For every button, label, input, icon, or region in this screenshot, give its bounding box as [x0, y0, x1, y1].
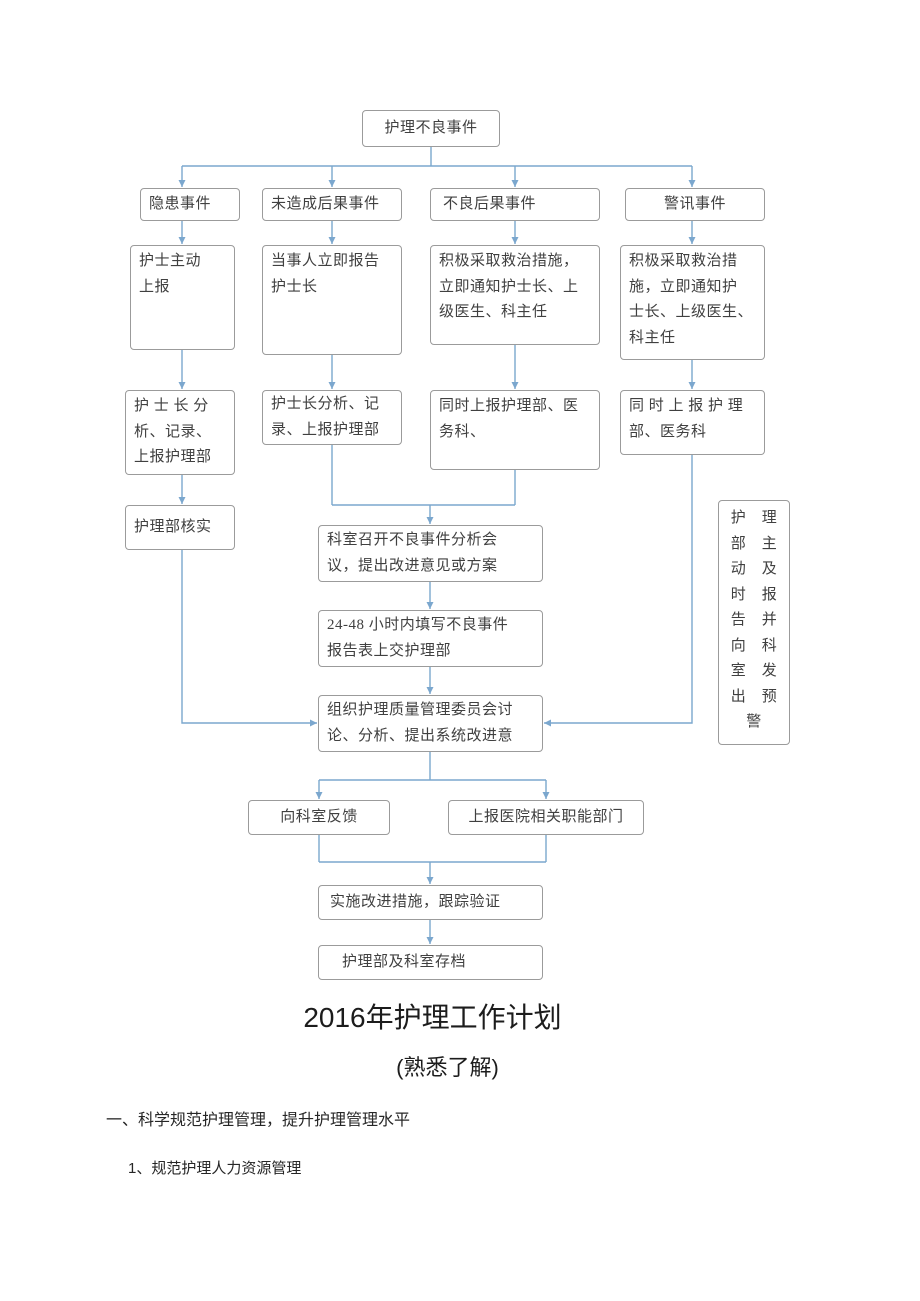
section-item-1: 1、规范护理人力资源管理	[128, 1160, 302, 1177]
flow-box-no-consequence-event: 未造成后果事件	[262, 188, 402, 221]
flow-box-analysis-meeting: 科室召开不良事件分析会 议，提出改进意见或方案	[318, 525, 543, 582]
flow-box-report-depts-2: 同 时 上 报 护 理 部、医务科	[620, 390, 765, 455]
flow-box-rescue-measures-1: 积极采取救治措施， 立即通知护士长、上 级医生、科主任	[430, 245, 600, 345]
flow-box-head-nurse-analyze-2: 护士长分析、记 录、上报护理部	[262, 390, 402, 445]
flow-box-hidden-danger-event: 隐患事件	[140, 188, 240, 221]
flow-box-report-hospital-depts: 上报医院相关职能部门	[448, 800, 644, 835]
flow-box-rescue-measures-2: 积极采取救治措 施，立即通知护 士长、上级医生、 科主任	[620, 245, 765, 360]
flow-box-nursing-dept-verify: 护理部核实	[125, 505, 235, 550]
document-title: 2016年护理工作计划	[303, 1002, 562, 1033]
flow-box-implement-improve: 实施改进措施，跟踪验证	[318, 885, 543, 920]
flow-box-report-form-24-48h: 24-48 小时内填写不良事件 报告表上交护理部	[318, 610, 543, 667]
flow-box-quality-committee: 组织护理质量管理委员会讨 论、分析、提出系统改进意	[318, 695, 543, 752]
document-subtitle: (熟悉了解)	[396, 1055, 499, 1080]
flow-box-early-warning-vertical: 护 理 部 主 动 及 时 报 告 并 向 科 室 发 出 预 警	[718, 500, 790, 745]
flow-box-report-depts-1: 同时上报护理部、医 务科、	[430, 390, 600, 470]
flow-box-adverse-event: 护理不良事件	[362, 110, 500, 147]
flow-box-feedback-to-dept: 向科室反馈	[248, 800, 390, 835]
flow-box-nurse-report: 护士主动 上报	[130, 245, 235, 350]
flow-box-adverse-consequence-event: 不良后果事件	[430, 188, 600, 221]
section-heading-1: 一、科学规范护理管理，提升护理管理水平	[106, 1112, 411, 1129]
flow-box-report-head-nurse: 当事人立即报告 护士长	[262, 245, 402, 355]
flow-box-sentinel-event: 警讯事件	[625, 188, 765, 221]
flow-box-archive: 护理部及科室存档	[318, 945, 543, 980]
flow-box-head-nurse-analyze-1: 护 士 长 分 析、记录、 上报护理部	[125, 390, 235, 475]
